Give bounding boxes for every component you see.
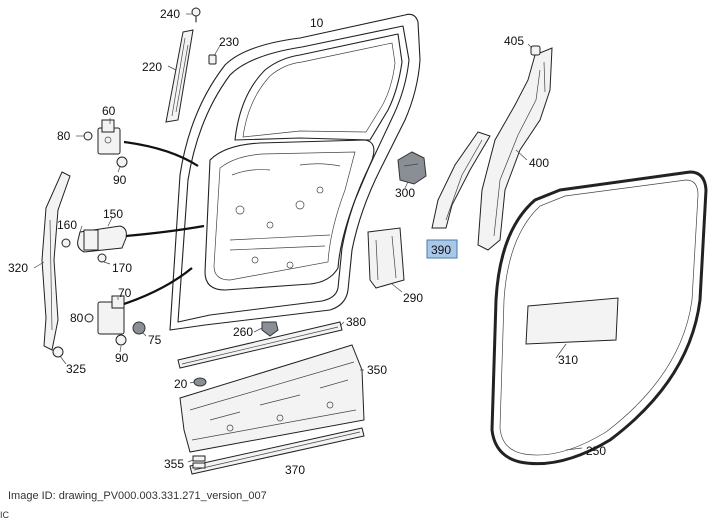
label-80-lower: 80	[70, 311, 84, 325]
label-370: 370	[285, 463, 305, 477]
label-10: 10	[310, 16, 324, 30]
clip-20	[193, 377, 207, 387]
part-number-labels: 240 10 230 220 60 80 90 160 150 170 320 …	[8, 7, 606, 477]
arrow-hinge-upper	[123, 140, 199, 167]
arrow-door-check	[125, 224, 205, 238]
label-240: 240	[160, 7, 180, 21]
label-250: 250	[586, 444, 606, 458]
label-75: 75	[148, 333, 162, 347]
door-shell	[169, 13, 421, 331]
label-320: 320	[8, 261, 28, 275]
belt-strip-370	[189, 427, 365, 475]
leader-lines	[33, 13, 583, 463]
bracket-300	[397, 151, 427, 185]
label-300: 300	[395, 186, 415, 200]
hinge-lower-70	[84, 295, 146, 346]
label-310: 310	[558, 353, 578, 367]
clip-230	[208, 54, 217, 65]
corner-text: IC	[0, 510, 9, 520]
belt-strip-380	[177, 321, 343, 369]
label-405: 405	[504, 34, 524, 48]
pillar-trim-400	[477, 47, 553, 251]
label-70: 70	[118, 286, 132, 300]
door-seal-250	[490, 170, 708, 466]
window-trim-220	[165, 29, 194, 123]
clip-260	[261, 321, 279, 337]
hinge-upper-60	[83, 119, 128, 168]
image-caption: Image ID: drawing_PV000.003.331.271_vers…	[8, 490, 267, 502]
door-check-150	[61, 225, 127, 263]
label-260: 260	[233, 325, 253, 339]
label-90-upper: 90	[113, 173, 127, 187]
label-290: 290	[403, 291, 423, 305]
label-20: 20	[174, 377, 188, 391]
glass-310	[525, 297, 619, 345]
seal-strip-320	[41, 171, 71, 358]
label-150: 150	[103, 207, 123, 221]
label-80-upper: 80	[57, 129, 71, 143]
clips-355	[192, 455, 206, 469]
arrow-hinge-lower	[123, 267, 193, 306]
label-400: 400	[529, 156, 549, 170]
clip-405	[530, 45, 541, 56]
label-60: 60	[102, 104, 116, 118]
label-355: 355	[164, 457, 184, 471]
label-220: 220	[142, 60, 162, 74]
label-325: 325	[66, 362, 86, 376]
label-170: 170	[112, 261, 132, 275]
label-380: 380	[346, 315, 366, 329]
label-230: 230	[219, 35, 239, 49]
trim-panel-350	[179, 344, 365, 453]
label-90-lower: 90	[115, 351, 129, 365]
label-160: 160	[57, 218, 77, 232]
screw-240	[191, 7, 201, 23]
label-350: 350	[367, 363, 387, 377]
cover-290	[367, 227, 405, 289]
highlight-box-390	[426, 239, 458, 259]
label-390: 390	[431, 243, 451, 257]
trim-strip-390	[431, 131, 491, 229]
